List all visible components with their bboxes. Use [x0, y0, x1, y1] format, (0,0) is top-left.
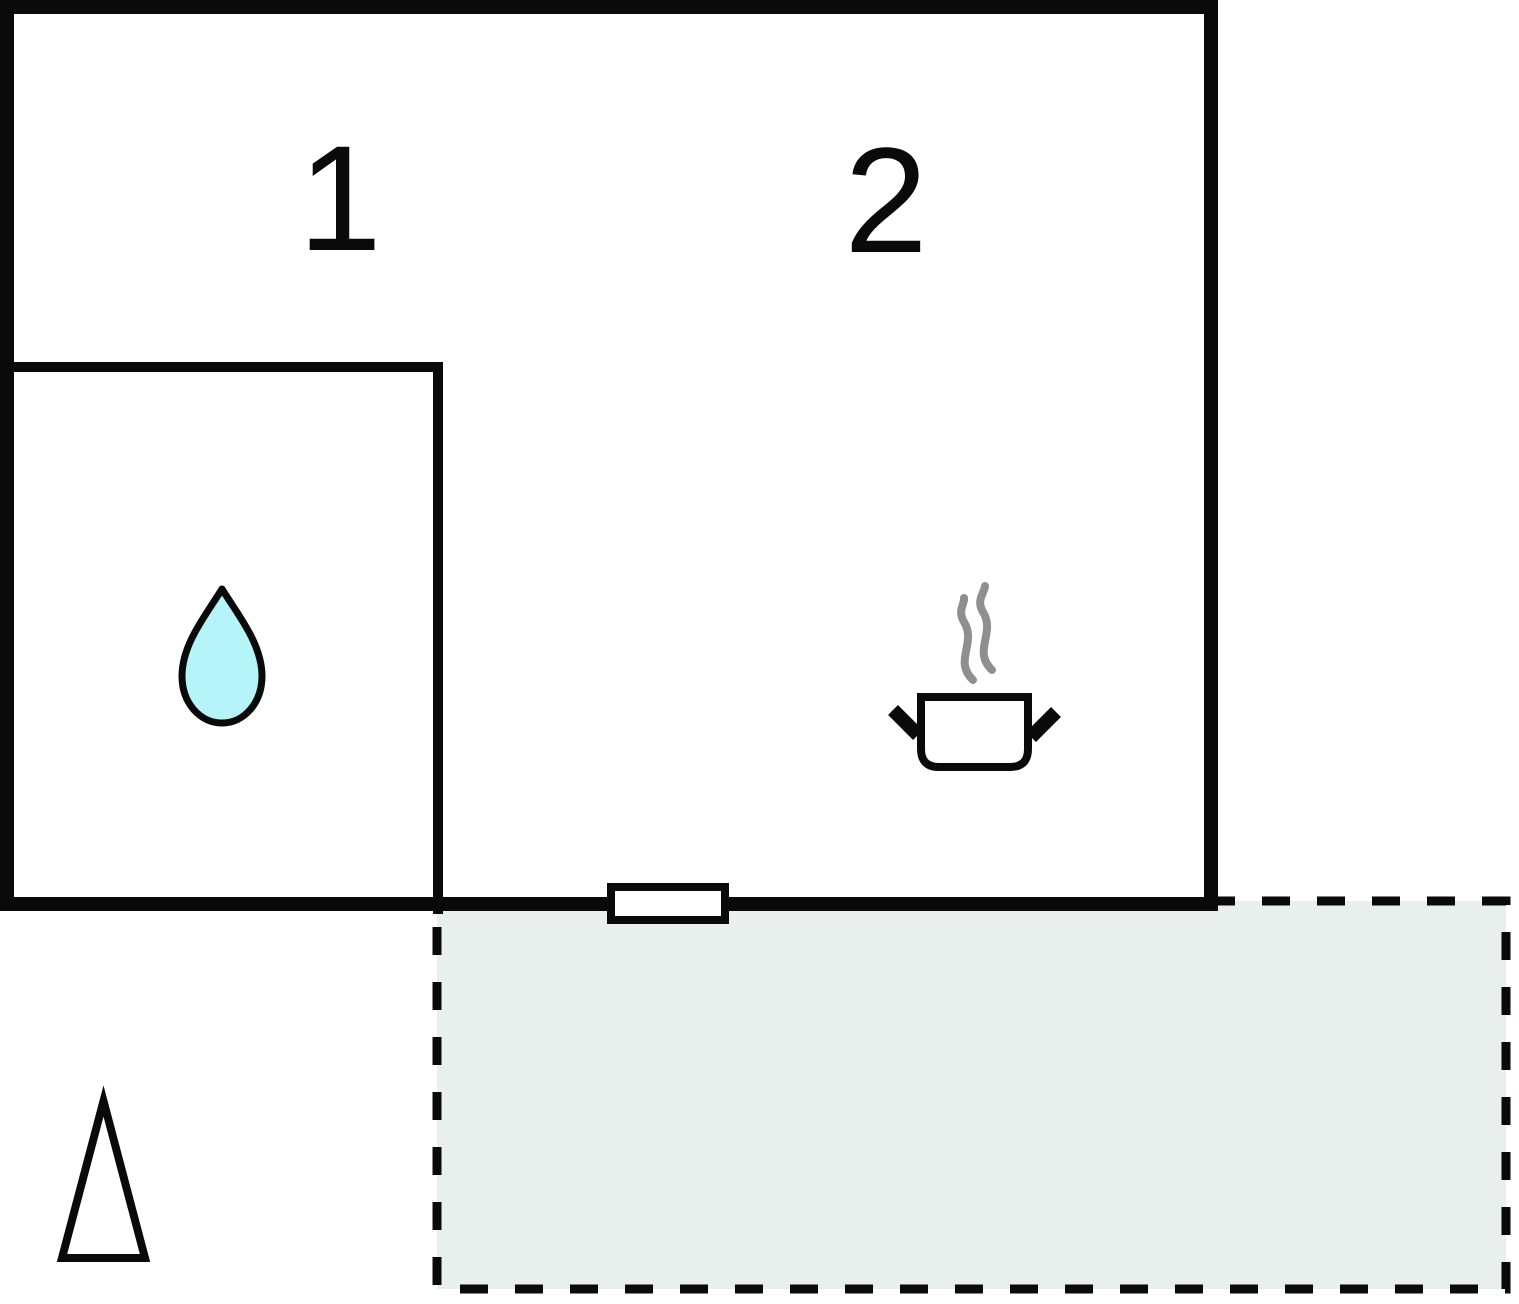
pot-handle-right	[1026, 707, 1061, 742]
steam-icon	[957, 594, 977, 684]
steam-icon	[976, 582, 996, 674]
subroom-walls	[0, 362, 443, 914]
cooking-pot-icon	[888, 582, 1061, 771]
pot-body	[917, 693, 1032, 771]
pot-handle-left	[888, 705, 923, 740]
water-drop-icon	[178, 585, 266, 727]
north-arrow-icon	[56, 1085, 151, 1262]
terrace-area	[432, 896, 1511, 1294]
door-opening	[607, 883, 729, 924]
room-2-label: 2	[844, 116, 928, 284]
room-1-label: 1	[298, 114, 382, 282]
main-room-outline	[0, 0, 1218, 911]
